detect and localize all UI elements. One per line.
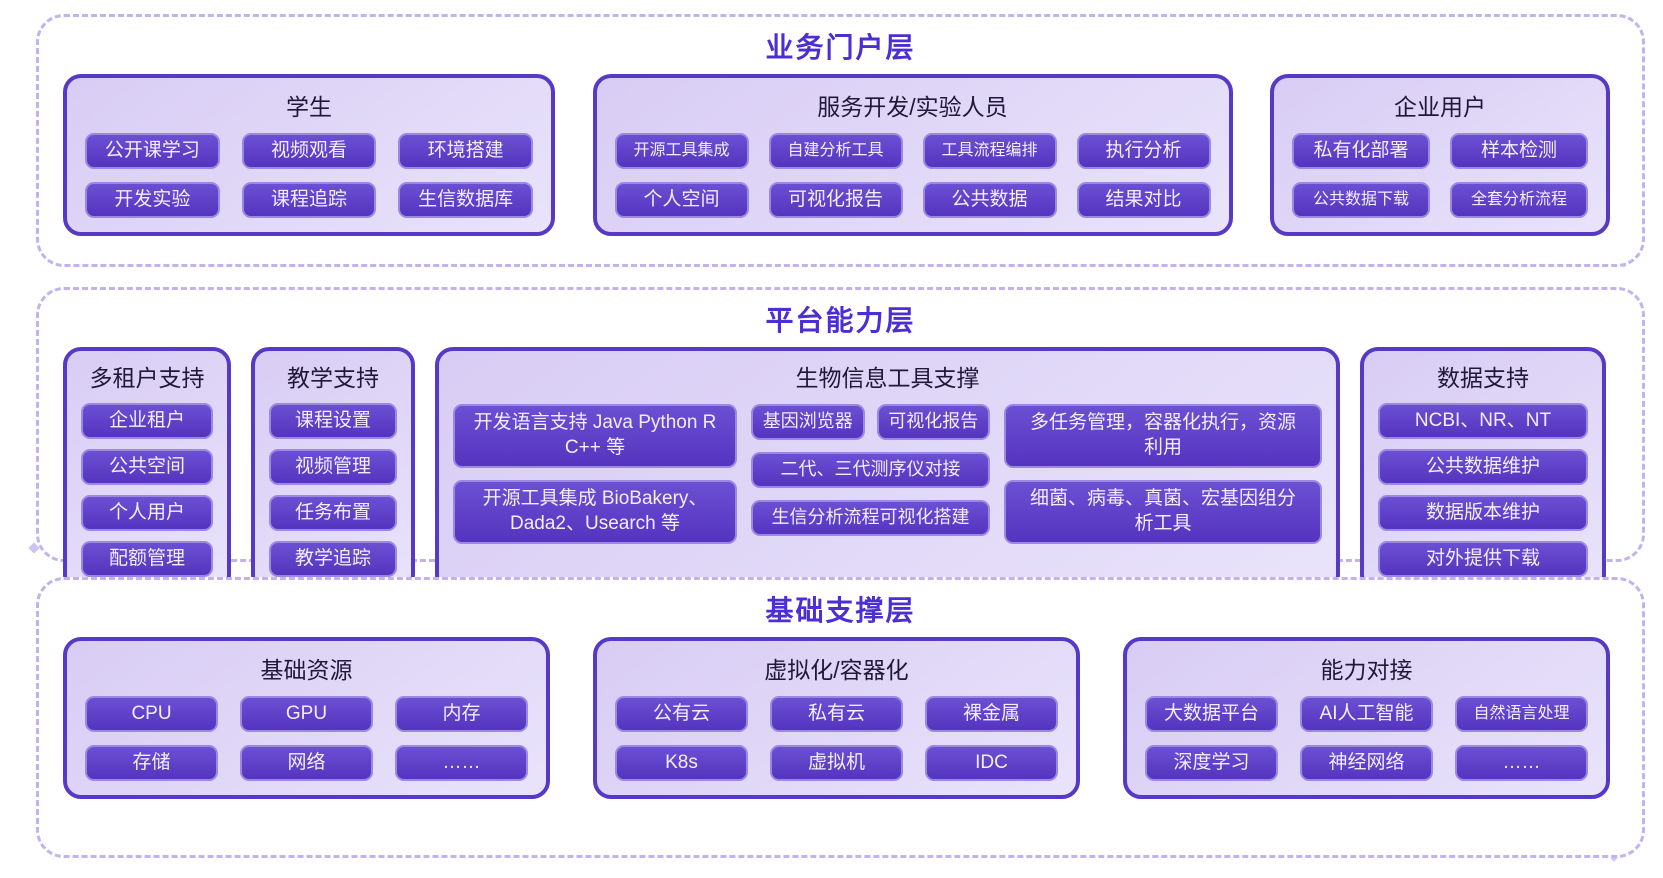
box-title: 企业用户 (1394, 94, 1486, 120)
feature-button: 执行分析 (1076, 133, 1211, 169)
feature-button: 样本检测 (1450, 133, 1588, 169)
layer-title: 业务门户层 (765, 32, 916, 63)
feature-button: 视频观看 (241, 133, 377, 169)
feature-button: 细菌、病毒、真菌、宏基因组分析工具 (1004, 480, 1322, 544)
feature-button: 深度学习 (1145, 745, 1278, 781)
layer-row: 基础资源 CPU GPU 内存 存储 网络 …… 虚拟化/容器化 公有云 私有云… (39, 637, 1642, 799)
feature-button: 数据版本维护 (1378, 495, 1588, 531)
box-enterprise-users: 企业用户 私有化部署 样本检测 公共数据下载 全套分析流程 (1270, 74, 1610, 236)
feature-button: 生信分析流程可视化搭建 (751, 500, 990, 536)
layer-row: 多租户支持 企业租户 公共空间 个人用户 配额管理 教学支持 课程设置 视频管理… (39, 347, 1642, 593)
feature-button: K8s (615, 745, 748, 781)
layer-title: 平台能力层 (765, 305, 916, 336)
button-stack: 课程设置 视频管理 任务布置 教学追踪 (269, 403, 397, 577)
button-stack: NCBI、NR、NT 公共数据维护 数据版本维护 对外提供下载 (1378, 403, 1588, 577)
layer-business-portal: 业务门户层 学生 公开课学习 视频观看 环境搭建 开发实验 课程追踪 生信数据库… (36, 14, 1645, 267)
button-grid: 开源工具集成 自建分析工具 工具流程编排 执行分析 个人空间 可视化报告 公共数… (614, 133, 1211, 218)
feature-button: 开发语言支持 Java Python R C++ 等 (453, 404, 737, 468)
box-title: 基础资源 (260, 657, 353, 683)
feature-button: 个人用户 (81, 495, 213, 531)
feature-button: 全套分析流程 (1450, 182, 1588, 218)
feature-button: 任务布置 (269, 495, 397, 531)
box-multi-tenant: 多租户支持 企业租户 公共空间 个人用户 配额管理 (63, 347, 231, 593)
feature-button: 大数据平台 (1145, 696, 1278, 732)
feature-button: 自建分析工具 (768, 133, 903, 169)
feature-button: 生信数据库 (398, 182, 533, 218)
feature-button: 基因浏览器 (751, 404, 865, 440)
feature-button: 可视化报告 (768, 182, 903, 218)
feature-button: 公有云 (615, 696, 748, 732)
feature-button: 个人空间 (614, 182, 749, 218)
feature-button: 网络 (240, 745, 373, 781)
feature-button: 公开课学习 (85, 133, 220, 169)
button-grid: 私有化部署 样本检测 公共数据下载 全套分析流程 (1292, 133, 1588, 218)
feature-button: 内存 (395, 696, 528, 732)
feature-button: 公共数据 (922, 182, 1057, 218)
box-title: 虚拟化/容器化 (764, 657, 909, 683)
button-grid: 公开课学习 视频观看 环境搭建 开发实验 课程追踪 生信数据库 (85, 133, 533, 218)
feature-button: 自然语言处理 (1455, 696, 1588, 732)
feature-button: GPU (240, 696, 373, 732)
feature-button: …… (395, 745, 528, 781)
feature-button: 公共数据维护 (1378, 449, 1588, 485)
feature-button: 开源工具集成 (614, 133, 749, 169)
feature-button: 虚拟机 (770, 745, 903, 781)
feature-button: 多任务管理，容器化执行，资源利用 (1004, 404, 1322, 468)
feature-button: 结果对比 (1076, 182, 1211, 218)
box-students: 学生 公开课学习 视频观看 环境搭建 开发实验 课程追踪 生信数据库 (63, 74, 555, 236)
box-basic-resources: 基础资源 CPU GPU 内存 存储 网络 …… (63, 637, 550, 799)
button-stack: 企业租户 公共空间 个人用户 配额管理 (81, 403, 213, 577)
box-title: 生物信息工具支撑 (795, 365, 980, 391)
bioinfo-column-languages: 开发语言支持 Java Python R C++ 等 开源工具集成 BioBak… (453, 404, 737, 544)
feature-button: 二代、三代测序仪对接 (751, 452, 990, 488)
feature-button: 配额管理 (81, 541, 213, 577)
button-pair: 基因浏览器 可视化报告 (751, 404, 990, 440)
box-virtualization: 虚拟化/容器化 公有云 私有云 裸金属 K8s 虚拟机 IDC (593, 637, 1080, 799)
box-data-support: 数据支持 NCBI、NR、NT 公共数据维护 数据版本维护 对外提供下载 (1360, 347, 1606, 593)
layer-platform-capability: 平台能力层 多租户支持 企业租户 公共空间 个人用户 配额管理 教学支持 课程设… (36, 287, 1645, 593)
feature-button: CPU (85, 696, 218, 732)
box-title: 多租户支持 (89, 365, 205, 391)
feature-button: 课程设置 (269, 403, 397, 439)
feature-button: 公共空间 (81, 449, 213, 485)
feature-button: …… (1455, 745, 1588, 781)
feature-button: 企业租户 (81, 403, 213, 439)
box-title: 服务开发/实验人员 (817, 94, 1008, 120)
box-bioinfo-tools: 生物信息工具支撑 开发语言支持 Java Python R C++ 等 开源工具… (435, 347, 1340, 593)
layer-infrastructure: 基础支撑层 基础资源 CPU GPU 内存 存储 网络 …… 虚拟化/容器化 公… (36, 577, 1645, 858)
feature-button: 对外提供下载 (1378, 541, 1588, 577)
feature-button: 私有云 (770, 696, 903, 732)
box-title: 教学支持 (287, 365, 379, 391)
box-service-developers: 服务开发/实验人员 开源工具集成 自建分析工具 工具流程编排 执行分析 个人空间… (592, 74, 1233, 236)
button-grid: 大数据平台 AI人工智能 自然语言处理 深度学习 神经网络 …… (1145, 696, 1588, 781)
feature-button: 视频管理 (269, 449, 397, 485)
feature-button: 课程追踪 (241, 182, 377, 218)
button-grid: 公有云 私有云 裸金属 K8s 虚拟机 IDC (615, 696, 1058, 781)
bioinfo-column-tasks: 多任务管理，容器化执行，资源利用 细菌、病毒、真菌、宏基因组分析工具 (1004, 404, 1322, 544)
box-capability-integration: 能力对接 大数据平台 AI人工智能 自然语言处理 深度学习 神经网络 …… (1123, 637, 1610, 799)
bioinfo-grid: 开发语言支持 Java Python R C++ 等 开源工具集成 BioBak… (453, 404, 1322, 544)
bioinfo-column-tools: 基因浏览器 可视化报告 二代、三代测序仪对接 生信分析流程可视化搭建 (751, 404, 990, 544)
box-title: 学生 (286, 94, 332, 120)
button-grid: CPU GPU 内存 存储 网络 …… (85, 696, 528, 781)
feature-button: 私有化部署 (1292, 133, 1430, 169)
feature-button: 环境搭建 (398, 133, 533, 169)
feature-button: NCBI、NR、NT (1378, 403, 1588, 439)
feature-button: IDC (925, 745, 1058, 781)
box-title: 能力对接 (1320, 657, 1413, 683)
feature-button: 开发实验 (85, 182, 220, 218)
feature-button: 可视化报告 (876, 404, 990, 440)
layer-title: 基础支撑层 (765, 595, 916, 626)
feature-button: 开源工具集成 BioBakery、Dada2、Usearch 等 (453, 480, 737, 544)
feature-button: 裸金属 (925, 696, 1058, 732)
feature-button: 存储 (85, 745, 218, 781)
layer-row: 学生 公开课学习 视频观看 环境搭建 开发实验 课程追踪 生信数据库 服务开发/… (39, 74, 1642, 236)
feature-button: 工具流程编排 (922, 133, 1057, 169)
box-title: 数据支持 (1437, 365, 1529, 391)
feature-button: 教学追踪 (269, 541, 397, 577)
feature-button: AI人工智能 (1300, 696, 1433, 732)
feature-button: 公共数据下载 (1292, 182, 1430, 218)
feature-button: 神经网络 (1300, 745, 1433, 781)
box-teaching-support: 教学支持 课程设置 视频管理 任务布置 教学追踪 (251, 347, 415, 593)
